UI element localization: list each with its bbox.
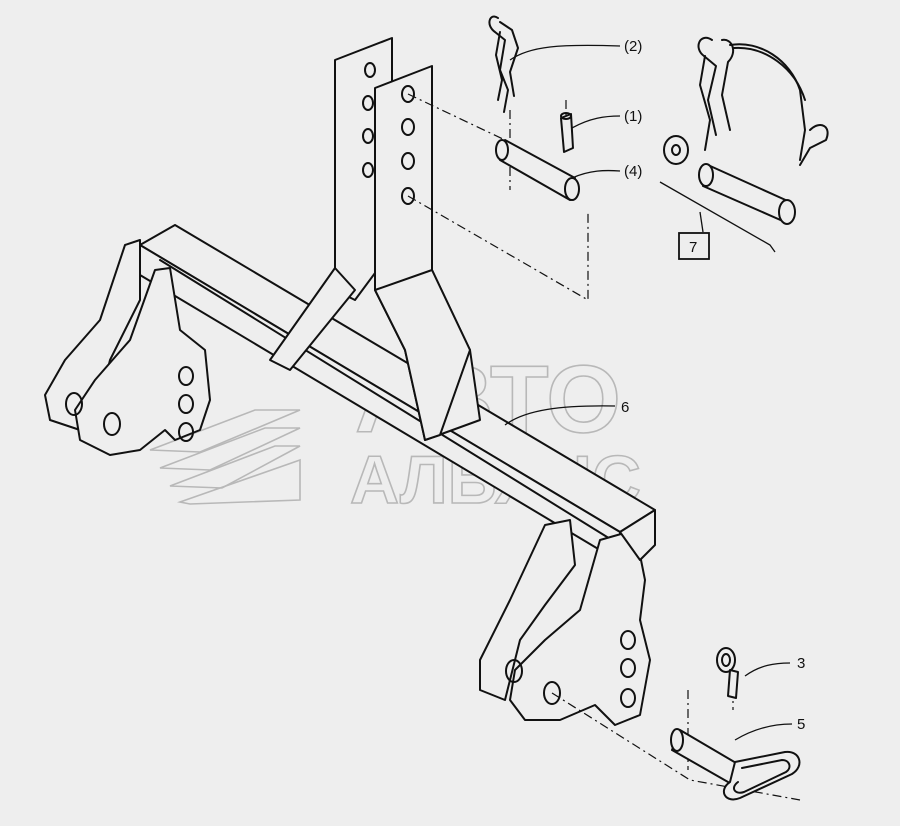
spare-kit — [659, 37, 829, 253]
callout-pin-clip-top: (2) — [624, 38, 642, 55]
leader-lines — [504, 44, 793, 741]
hair-pin-clip — [488, 15, 519, 113]
upper-pin — [495, 139, 580, 201]
callout-roll-pin: (1) — [624, 108, 642, 125]
callout-frame: 6 — [621, 399, 629, 416]
callout-lynch-pin: 3 — [797, 655, 805, 672]
callout-lower-pin: 5 — [797, 716, 805, 733]
left-bracket — [44, 239, 211, 456]
callout-kit: 7 — [689, 239, 697, 256]
tower-holes — [362, 62, 415, 205]
lynch-pin — [716, 647, 739, 699]
callouts: (2) (1) (4) 7 6 3 5 — [621, 38, 805, 733]
callout-pin-top: (4) — [624, 163, 642, 180]
roll-pin — [560, 112, 574, 153]
right-bracket — [479, 509, 656, 726]
tower — [269, 37, 481, 441]
lower-pin — [670, 728, 801, 801]
callout-kit-box — [678, 232, 710, 260]
watermark-logo-icon — [149, 409, 301, 505]
